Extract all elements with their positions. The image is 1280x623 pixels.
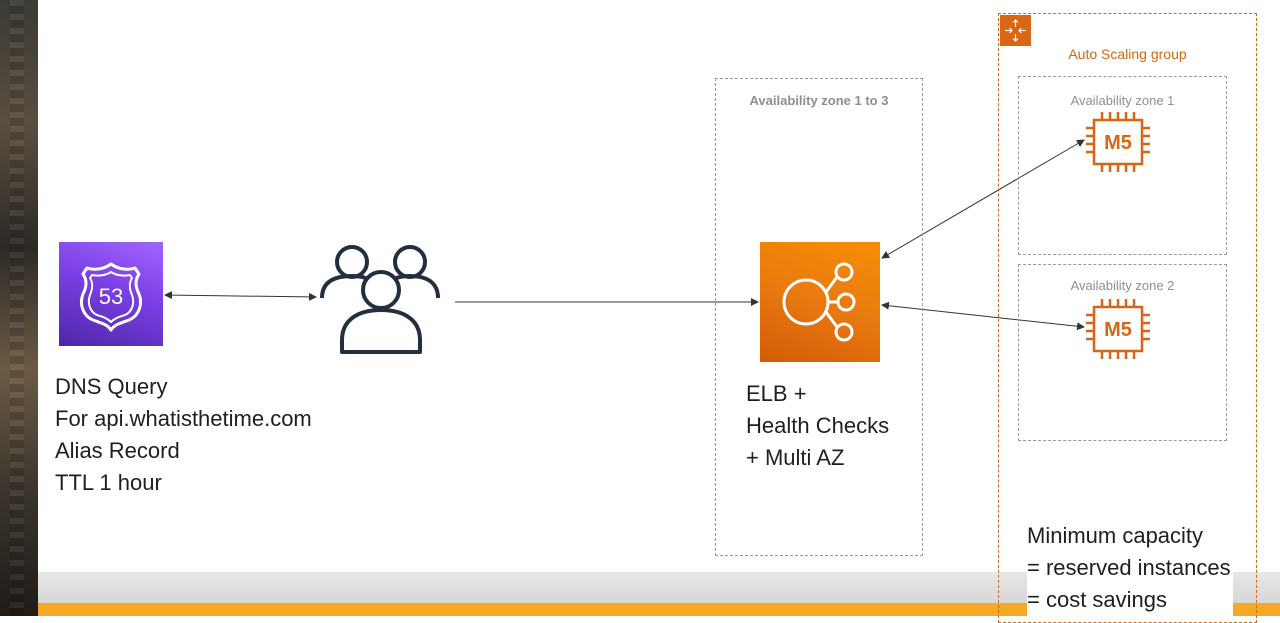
route53-label: 53 bbox=[99, 284, 123, 309]
dns-line-3: Alias Record bbox=[55, 438, 180, 463]
availability-zone-group-label: Availability zone 1 to 3 bbox=[749, 93, 889, 108]
elb-line-2: Health Checks bbox=[746, 413, 890, 438]
availability-zone-group: Availability zone 1 to 3 bbox=[715, 78, 923, 556]
dns-line-1: DNS Query bbox=[55, 374, 168, 399]
elb-instance1-connector bbox=[881, 139, 1085, 259]
users-icon bbox=[318, 240, 442, 356]
dns-line-4: TTL 1 hour bbox=[55, 470, 162, 495]
availability-zone-1: Availability zone 1 bbox=[1018, 76, 1227, 255]
availability-zone-2-label: Availability zone 2 bbox=[1070, 278, 1175, 293]
background-photo-strip bbox=[0, 0, 38, 616]
dns-line-2: For api.whatisthetime.com bbox=[55, 406, 312, 431]
capacity-note-line-1: Minimum capacity bbox=[1027, 523, 1204, 548]
auto-scaling-icon bbox=[1000, 15, 1031, 46]
capacity-note-line-3: = cost savings bbox=[1027, 587, 1168, 612]
instance-2-label: M5 bbox=[1104, 319, 1132, 341]
dns-description: DNS Query For api.whatisthetime.com Alia… bbox=[55, 371, 312, 499]
ec2-m5-icon: M5 bbox=[1084, 297, 1152, 361]
elb-icon bbox=[760, 242, 880, 362]
instance-1-label: M5 bbox=[1104, 132, 1132, 154]
availability-zone-2: Availability zone 2 bbox=[1018, 264, 1227, 441]
auto-scaling-group-title: Auto Scaling group bbox=[1068, 46, 1187, 62]
capacity-note: Minimum capacity = reserved instances = … bbox=[1027, 520, 1233, 616]
elb-instance2-connector bbox=[881, 301, 1085, 331]
capacity-note-line-2: = reserved instances bbox=[1027, 555, 1231, 580]
route53-icon: 53 bbox=[59, 242, 163, 346]
elb-line-1: ELB + bbox=[746, 381, 807, 406]
availability-zone-1-label: Availability zone 1 bbox=[1070, 93, 1175, 108]
route53-users-connector bbox=[164, 291, 317, 301]
slide-footer-accent bbox=[38, 603, 1280, 616]
ec2-m5-icon: M5 bbox=[1084, 110, 1152, 174]
elb-line-3: + Multi AZ bbox=[746, 445, 845, 470]
elb-description: ELB + Health Checks + Multi AZ bbox=[746, 378, 889, 474]
